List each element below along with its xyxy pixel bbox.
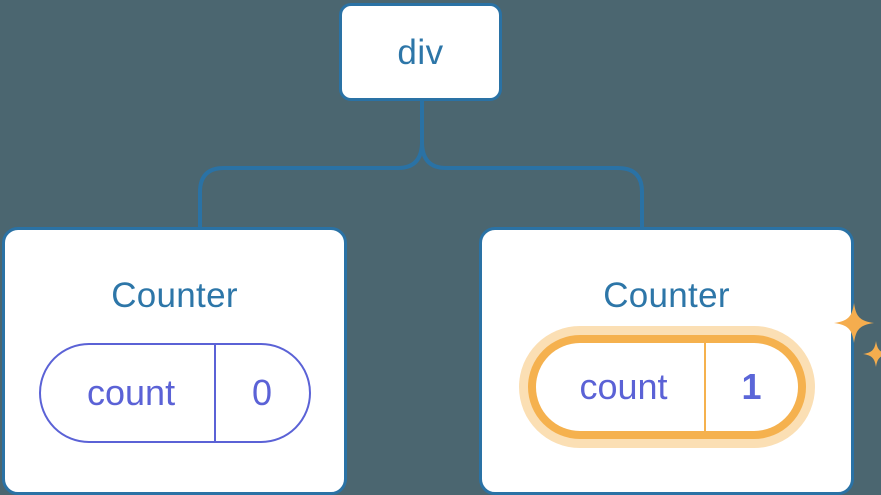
counter-left-state-wrap: count 0	[38, 343, 311, 443]
connector-to-right-counter	[420, 99, 644, 229]
counter-right-title: Counter	[603, 276, 730, 315]
counter-left-title: Counter	[111, 276, 238, 315]
state-pill-count-right[interactable]: count 1	[535, 343, 798, 431]
state-pill-count-left[interactable]: count 0	[38, 343, 311, 443]
state-pill-key-right: count	[579, 366, 668, 407]
connector-to-left-counter	[198, 99, 424, 229]
state-pill-value-right: 1	[703, 343, 798, 431]
node-counter-right[interactable]: Counter count 1	[479, 227, 881, 495]
node-div[interactable]: div	[339, 3, 502, 101]
state-pill-key-left: count	[87, 372, 176, 413]
node-div-label: div	[397, 32, 444, 72]
node-counter-left[interactable]: Counter count 0	[2, 227, 347, 495]
state-pill-value-left: 0	[213, 345, 309, 441]
counter-right-state-wrap: count 1	[518, 303, 881, 448]
